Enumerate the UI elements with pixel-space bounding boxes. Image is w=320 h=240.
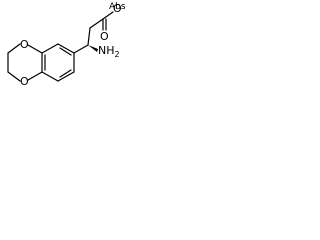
molecule-structure: O O O O NH2 Abs [7, 2, 126, 88]
ring-oxygen-1-label: O [20, 38, 29, 51]
carbonyl-oxygen-label: O [100, 30, 109, 43]
stereo-label: Abs [109, 2, 126, 12]
amine-subscript: 2 [115, 50, 120, 59]
side-chain [73, 11, 114, 54]
amine-label: NH2 [98, 44, 120, 59]
wedge-bond [88, 45, 98, 52]
amine-text: NH [98, 44, 115, 57]
ring-oxygen-2-label: O [20, 75, 29, 88]
dioxane-ring [7, 43, 43, 82]
ester-oxygen-label: O [113, 2, 122, 15]
benzene-ring [41, 43, 75, 82]
